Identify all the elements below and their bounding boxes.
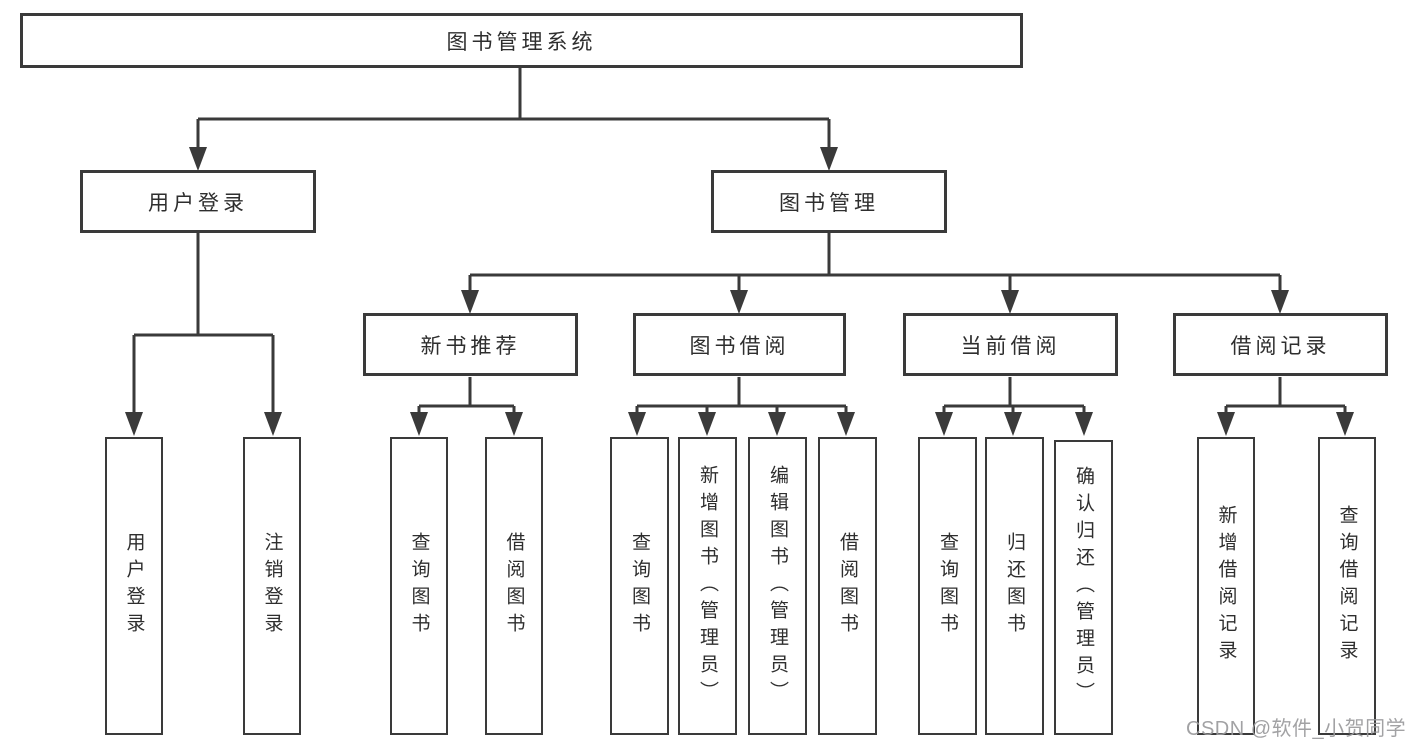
leaf-label: 借阅图书 (837, 532, 858, 640)
leaf-label: 查询借阅记录 (1336, 505, 1358, 667)
node-label: 图书借阅 (689, 334, 790, 358)
node-label: 图书管理 (779, 191, 879, 215)
node-user-login: 用户登录 (80, 170, 316, 233)
leaf-confirm-return-admin: 确认归还（管理员） (1054, 440, 1113, 735)
leaf-add-borrow-record: 新增借阅记录 (1197, 437, 1255, 735)
leaf-label: 新增图书（管理员） (697, 464, 718, 708)
node-label: 用户登录 (148, 191, 248, 215)
leaf-label: 确认归还（管理员） (1073, 466, 1094, 709)
leaf-label: 注销登录 (261, 532, 283, 640)
connector-book-management-split (461, 233, 1289, 314)
connector-root-to-level2 (189, 68, 838, 171)
node-new-book-recommendation: 新书推荐 (363, 313, 578, 376)
node-library-management-system: 图书管理系统 (20, 13, 1023, 68)
node-label: 新书推荐 (420, 334, 521, 358)
leaf-label: 查询图书 (629, 532, 650, 640)
node-book-borrowing: 图书借阅 (633, 313, 846, 376)
leaf-label: 归还图书 (1004, 532, 1025, 640)
leaf-return-book: 归还图书 (985, 437, 1044, 735)
node-label: 当前借阅 (960, 334, 1061, 358)
leaf-query-book-current: 查询图书 (918, 437, 977, 735)
leaf-label: 用户登录 (123, 532, 145, 640)
leaf-edit-book-admin: 编辑图书（管理员） (748, 437, 807, 735)
node-borrowing-records: 借阅记录 (1173, 313, 1388, 376)
leaf-user-login: 用户登录 (105, 437, 163, 735)
leaf-logout-login: 注销登录 (243, 437, 301, 735)
leaf-add-book-admin: 新增图书（管理员） (678, 437, 737, 735)
leaf-label: 编辑图书（管理员） (767, 464, 788, 708)
leaf-query-borrow-record: 查询借阅记录 (1318, 437, 1376, 735)
leaf-borrow-book: 借阅图书 (818, 437, 877, 735)
leaf-label: 新增借阅记录 (1215, 505, 1237, 667)
leaf-borrow-book-recommend: 借阅图书 (485, 437, 543, 735)
csdn-watermark: CSDN @软件_小贺同学 (1186, 718, 1405, 740)
node-current-borrowing: 当前借阅 (903, 313, 1118, 376)
node-book-management: 图书管理 (711, 170, 947, 233)
leaf-query-book-borrow: 查询图书 (610, 437, 669, 735)
leaf-query-book-recommend: 查询图书 (390, 437, 448, 735)
connector-new-book-split (410, 377, 523, 436)
connector-current-borrow-split (935, 377, 1093, 436)
node-label: 借阅记录 (1230, 334, 1331, 358)
leaf-label: 查询图书 (937, 532, 958, 640)
node-label: 图书管理系统 (446, 30, 597, 54)
connector-user-login-split (125, 233, 282, 436)
leaf-label: 查询图书 (408, 532, 430, 640)
connector-book-borrow-split (628, 377, 855, 436)
leaf-label: 借阅图书 (503, 532, 525, 640)
connector-borrow-records-split (1217, 377, 1354, 436)
